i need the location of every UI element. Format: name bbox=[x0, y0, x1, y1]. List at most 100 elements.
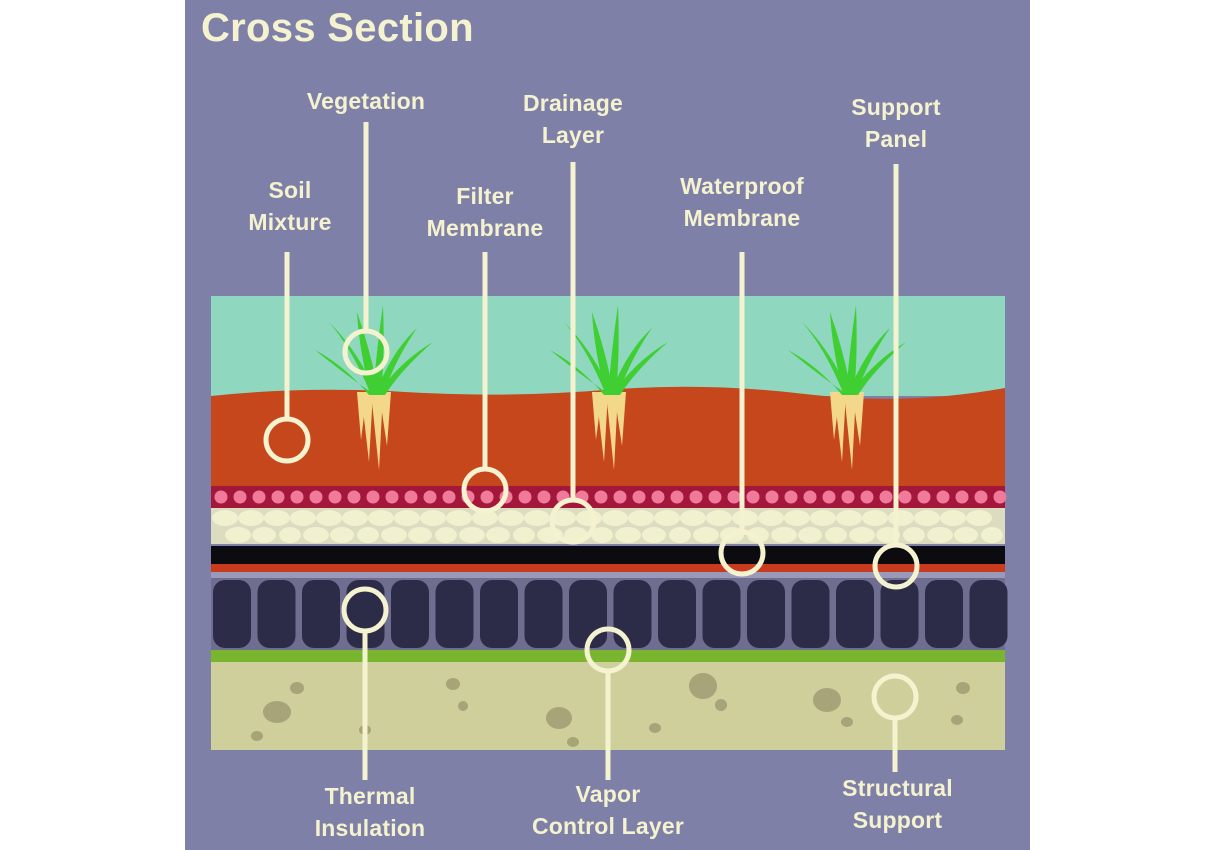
grass-blade bbox=[564, 322, 612, 395]
gravel-stone bbox=[279, 527, 301, 543]
vegetation-marker bbox=[342, 328, 390, 376]
filter-dot bbox=[651, 490, 665, 504]
plant-root bbox=[844, 392, 856, 470]
gravel-stone bbox=[576, 510, 602, 526]
filter-dot bbox=[860, 490, 874, 504]
grass-blade bbox=[608, 305, 619, 395]
grass-blade bbox=[375, 328, 417, 395]
gravel-stone bbox=[732, 510, 758, 526]
gravel-stone bbox=[420, 510, 446, 526]
gravel-stone bbox=[357, 527, 379, 543]
filter-dot bbox=[917, 490, 931, 504]
gravel-stone bbox=[981, 527, 1003, 543]
cross-section-panel: Cross Section Soil Mixture Vegetation Fi… bbox=[185, 0, 1030, 850]
filter-dot bbox=[898, 490, 912, 504]
grass-blade bbox=[610, 328, 652, 395]
filter-dot bbox=[290, 490, 304, 504]
filter-dot bbox=[708, 490, 722, 504]
filter-dot bbox=[233, 490, 247, 504]
filter-dot bbox=[252, 490, 266, 504]
filter-dot bbox=[214, 490, 228, 504]
label-line: Mixture bbox=[248, 209, 332, 235]
filter-dot bbox=[328, 490, 342, 504]
filter-dot bbox=[879, 490, 893, 504]
insulation-cell bbox=[213, 580, 251, 648]
gravel-stone bbox=[330, 527, 354, 543]
gravel-stone bbox=[693, 527, 719, 543]
label-line: Vapor bbox=[575, 781, 641, 807]
gravel-stone bbox=[849, 527, 875, 543]
gravel-stone bbox=[810, 510, 836, 526]
diagram-title: Cross Section bbox=[201, 6, 474, 50]
gravel-stone bbox=[836, 510, 862, 526]
cross-section-diagram bbox=[211, 122, 1008, 780]
label-line: Vegetation bbox=[306, 88, 426, 114]
gravel-stone bbox=[954, 527, 978, 543]
gravel-stone bbox=[642, 527, 666, 543]
gravel-stone bbox=[498, 510, 524, 526]
grass-blade bbox=[550, 350, 610, 395]
label-soil-mixture: Soil Mixture bbox=[230, 174, 350, 238]
plant-root bbox=[830, 392, 840, 440]
filter-dot bbox=[309, 490, 323, 504]
insulation-cell bbox=[391, 580, 429, 648]
gravel-stone bbox=[706, 510, 732, 526]
insulation-cell bbox=[257, 580, 296, 648]
filter-dot bbox=[841, 490, 855, 504]
gravel-stone bbox=[615, 527, 641, 543]
waterproof-membrane-layer bbox=[211, 546, 1005, 564]
label-line: Structural bbox=[842, 775, 953, 801]
label-line: Membrane bbox=[426, 215, 544, 241]
grass-blade bbox=[315, 350, 375, 395]
plant-2 bbox=[550, 305, 668, 470]
gravel-stone bbox=[628, 510, 654, 526]
gravel-stone bbox=[238, 510, 264, 526]
gravel-stone bbox=[669, 527, 691, 543]
gravel-stone bbox=[446, 510, 472, 526]
grass-blade bbox=[377, 342, 433, 395]
filter-dot bbox=[480, 490, 494, 504]
grass-blade bbox=[788, 350, 848, 395]
filter-dot bbox=[936, 490, 950, 504]
label-waterproof-membrane: Waterproof Membrane bbox=[662, 170, 822, 234]
drainage-gravel bbox=[212, 510, 1003, 543]
insulation-cell bbox=[969, 580, 1008, 648]
grass-blade bbox=[848, 328, 890, 395]
filter-dot bbox=[727, 490, 741, 504]
insulation-cell bbox=[925, 580, 963, 648]
filter-dot bbox=[271, 490, 285, 504]
grass-blade bbox=[830, 312, 852, 395]
insulation-cell bbox=[480, 580, 518, 648]
insulation-cell bbox=[702, 580, 741, 648]
label-line: Thermal bbox=[324, 783, 416, 809]
insulation-cell bbox=[836, 580, 874, 648]
gravel-stone bbox=[486, 527, 510, 543]
gravel-stone bbox=[524, 510, 550, 526]
filter-dot bbox=[613, 490, 627, 504]
filter-dot bbox=[404, 490, 418, 504]
gravel-stone bbox=[747, 527, 769, 543]
filter-dot bbox=[366, 490, 380, 504]
label-thermal-insulation: Thermal Insulation bbox=[285, 780, 455, 844]
filter-dot bbox=[689, 490, 703, 504]
insulation-cell bbox=[302, 580, 340, 648]
insulation-cell bbox=[524, 580, 563, 648]
filter-dot bbox=[974, 490, 988, 504]
gravel-stone bbox=[368, 510, 394, 526]
insulation-cell bbox=[435, 580, 474, 648]
callout-lines bbox=[263, 122, 920, 780]
label-structural-support: Structural Support bbox=[810, 772, 985, 836]
gravel-stone bbox=[212, 510, 238, 526]
filter-dot bbox=[423, 490, 437, 504]
label-support-panel: Support Panel bbox=[816, 91, 976, 155]
gravel-stone bbox=[825, 527, 847, 543]
plant-root bbox=[357, 392, 367, 440]
grass-blade bbox=[329, 322, 377, 395]
plant-root bbox=[852, 392, 864, 446]
filter-dot bbox=[803, 490, 817, 504]
gravel-stone bbox=[381, 527, 407, 543]
support-panel-layer bbox=[211, 572, 1005, 578]
plant-root bbox=[606, 392, 618, 470]
label-line: Panel bbox=[864, 126, 928, 152]
soil-mixture-layer bbox=[211, 386, 1005, 488]
